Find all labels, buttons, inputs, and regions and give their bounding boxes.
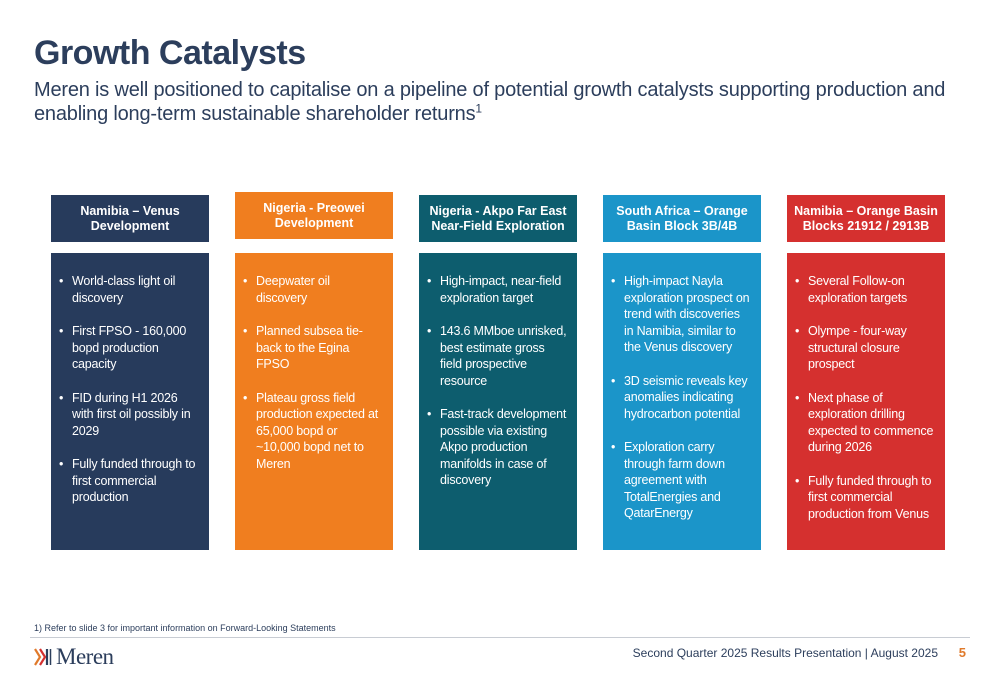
column-heading: Namibia – Venus Development — [51, 195, 209, 242]
company-logo: Meren — [34, 644, 114, 669]
bullet-list: World-class light oil discovery First FP… — [59, 273, 199, 506]
footnote: 1) Refer to slide 3 for important inform… — [34, 623, 336, 633]
list-item: High-impact Nayla exploration prospect o… — [611, 273, 751, 356]
column-heading: Nigeria - Akpo Far East Near-Field Explo… — [419, 195, 577, 242]
bullet-list: High-impact Nayla exploration prospect o… — [611, 273, 751, 522]
column-body: High-impact, near-field exploration targ… — [419, 253, 577, 550]
list-item: Deepwater oil discovery — [243, 273, 383, 306]
list-item: Several Follow-on exploration targets — [795, 273, 935, 306]
list-item: Next phase of exploration drilling expec… — [795, 390, 935, 456]
column-heading: Namibia – Orange Basin Blocks 21912 / 29… — [787, 195, 945, 242]
list-item: World-class light oil discovery — [59, 273, 199, 306]
list-item: Fully funded through to first commercial… — [59, 456, 199, 506]
catalyst-column-namibia-venus: Namibia – Venus Development World-class … — [51, 192, 209, 550]
bullet-list: Deepwater oil discovery Planned subsea t… — [243, 273, 383, 472]
list-item: Fully funded through to first commercial… — [795, 473, 935, 523]
slide-title: Growth Catalysts — [34, 34, 306, 72]
list-item: High-impact, near-field exploration targ… — [427, 273, 567, 306]
column-body: High-impact Nayla exploration prospect o… — [603, 253, 761, 550]
column-heading: South Africa – Orange Basin Block 3B/4B — [603, 195, 761, 242]
page-number: 5 — [958, 645, 966, 660]
bullet-list: High-impact, near-field exploration targ… — [427, 273, 567, 489]
list-item: Olympe - four-way structural closure pro… — [795, 323, 935, 373]
list-item: 143.6 MMboe unrisked, best estimate gros… — [427, 323, 567, 389]
list-item: 3D seismic reveals key anomalies indicat… — [611, 373, 751, 423]
presentation-info: Second Quarter 2025 Results Presentation… — [632, 646, 938, 660]
column-body: World-class light oil discovery First FP… — [51, 253, 209, 550]
logo-text: Meren — [56, 644, 114, 669]
column-body: Several Follow-on exploration targets Ol… — [787, 253, 945, 550]
footer-divider — [30, 637, 970, 638]
subtitle-text: Meren is well positioned to capitalise o… — [34, 79, 946, 125]
list-item: Plateau gross field production expected … — [243, 390, 383, 473]
slide-subtitle: Meren is well positioned to capitalise o… — [34, 78, 964, 126]
subtitle-footnote-ref: 1 — [475, 101, 482, 116]
list-item: FID during H1 2026 with first oil possib… — [59, 390, 199, 440]
catalyst-column-nigeria-akpo: Nigeria - Akpo Far East Near-Field Explo… — [419, 192, 577, 550]
bullet-list: Several Follow-on exploration targets Ol… — [795, 273, 935, 522]
meren-logo-icon — [34, 648, 52, 666]
column-heading: Nigeria - Preowei Development — [235, 192, 393, 239]
catalyst-column-namibia-orange-basin: Namibia – Orange Basin Blocks 21912 / 29… — [787, 192, 945, 550]
column-body: Deepwater oil discovery Planned subsea t… — [235, 253, 393, 550]
catalyst-column-nigeria-preowei: Nigeria - Preowei Development Deepwater … — [235, 192, 393, 550]
list-item: Fast-track development possible via exis… — [427, 406, 567, 489]
list-item: Exploration carry through farm down agre… — [611, 439, 751, 522]
list-item: Planned subsea tie-back to the Egina FPS… — [243, 323, 383, 373]
catalyst-column-south-africa-orange-basin: South Africa – Orange Basin Block 3B/4B … — [603, 192, 761, 550]
list-item: First FPSO - 160,000 bopd production cap… — [59, 323, 199, 373]
